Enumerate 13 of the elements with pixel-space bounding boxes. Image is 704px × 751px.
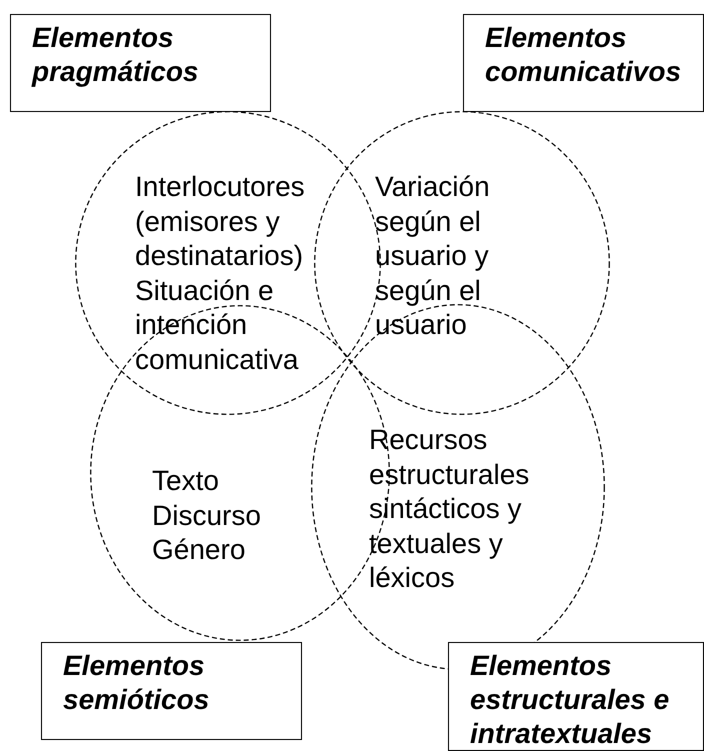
ellipse-text: Texto Discurso Género bbox=[152, 464, 262, 567]
box-heading: Elementos semióticos bbox=[63, 649, 210, 717]
category-box bbox=[10, 14, 271, 112]
category-box bbox=[463, 14, 704, 112]
ellipse-text: Recursos estructurales sintácticos y textuales y léxicos bbox=[369, 423, 530, 595]
ellipse-text: Interlocutores (emisores y destinatarios) Situación e intención comunicativa bbox=[135, 170, 306, 376]
box-heading: Elementos pragmáticos bbox=[32, 21, 200, 89]
box-heading: Elementos comunicativos bbox=[485, 21, 682, 89]
dashed-ellipse bbox=[314, 111, 610, 415]
category-box bbox=[41, 642, 302, 740]
category-box bbox=[448, 642, 704, 751]
box-heading: Elementos estructurales e intratextuales bbox=[470, 649, 670, 751]
ellipse-text: Variación según el usuario y según el usuario bbox=[375, 170, 491, 342]
